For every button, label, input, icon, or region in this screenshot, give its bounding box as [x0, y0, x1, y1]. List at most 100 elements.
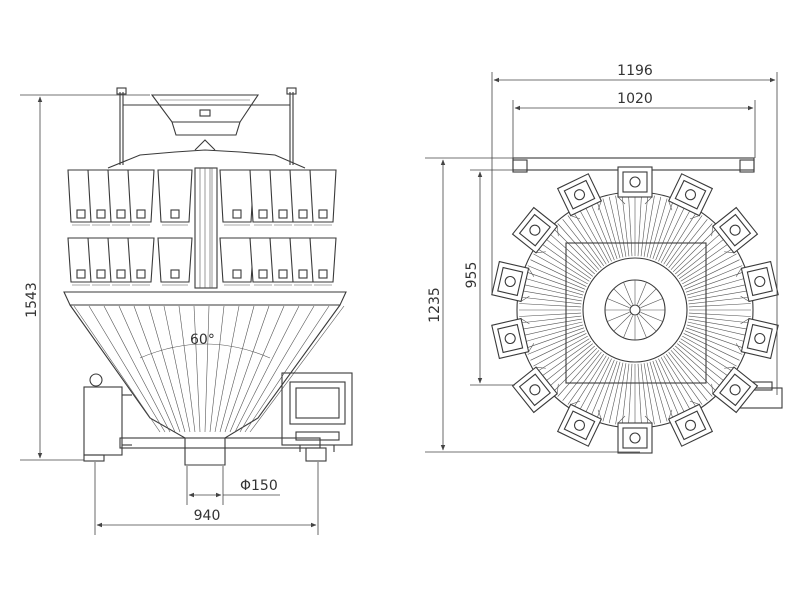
radial-line [678, 242, 730, 279]
weigh-bucket [491, 317, 535, 360]
weigh-bucket-cell [629, 432, 641, 444]
chute-slat [239, 305, 315, 433]
center-spoke [637, 315, 647, 338]
radial-line [643, 363, 655, 425]
weigh-bucket [556, 173, 603, 220]
feed-hopper [309, 169, 337, 226]
chute-slat [133, 305, 181, 433]
cone-angle-arc [139, 343, 271, 359]
chute-slat [219, 305, 255, 433]
overall-width-label: 1196 [617, 63, 653, 79]
radial-line [658, 205, 686, 262]
weigh-bucket-body [556, 403, 603, 447]
weigh-bucket [667, 400, 714, 447]
inner-depth-label: 955 [464, 262, 480, 289]
chute-slat [163, 305, 191, 433]
radial-line [567, 353, 604, 405]
feed-hopper-row [67, 169, 337, 226]
radial-line [686, 324, 747, 343]
weigh-hopper-actuator [136, 269, 146, 279]
weigh-bucket-bracket [740, 295, 750, 302]
chute-slat [234, 305, 300, 433]
base-frame [119, 437, 327, 462]
radial-line [519, 315, 582, 324]
radial-line [621, 363, 630, 426]
radial-line [573, 355, 607, 409]
height-dimension-label: 1543 [24, 282, 40, 318]
radial-line [682, 253, 737, 285]
radial-line [685, 271, 745, 293]
center-vibrator [582, 257, 688, 363]
weigh-hopper-body [157, 237, 193, 283]
weigh-bucket-inner [622, 171, 648, 193]
weigh-bucket-cell [729, 384, 741, 396]
weigh-bucket-bracket [617, 415, 626, 424]
radial-line [519, 296, 582, 305]
radial-line [602, 361, 621, 422]
weigh-bucket-inner [518, 373, 551, 407]
weigh-bucket-body [556, 173, 603, 217]
radial-line [652, 360, 674, 420]
weigh-bucket-body [667, 173, 714, 217]
radial-line [590, 359, 615, 418]
radial-line [668, 352, 708, 401]
chute-slat [214, 305, 240, 433]
weigh-bucket-inner [719, 213, 752, 247]
chute-slat [229, 305, 285, 433]
weigh-bucket-inner [518, 213, 551, 247]
radial-line [688, 318, 750, 330]
radial-line [530, 333, 587, 361]
radial-line [584, 358, 612, 415]
radial-line [660, 208, 692, 263]
radial-line [584, 205, 612, 262]
weigh-hopper-actuator [76, 269, 86, 279]
radial-line [680, 248, 734, 282]
weigh-hopper-actuator [96, 269, 106, 279]
weigh-bucket-inner [746, 323, 773, 354]
feed-hopper [219, 169, 255, 226]
chute-slat [209, 305, 225, 433]
support-rods [116, 87, 297, 165]
weigh-bucket-bracket [740, 318, 750, 325]
radial-line [688, 303, 751, 308]
radial-line [684, 265, 743, 290]
feed-hopper-actuator [298, 209, 308, 219]
inner-width-label: 1020 [617, 91, 653, 107]
weigh-bucket-bracket [535, 366, 546, 369]
weigh-hopper-actuator [318, 269, 328, 279]
center-spoke [637, 282, 647, 305]
chute-slat [148, 305, 186, 433]
radial-line [519, 312, 582, 317]
radial-line [628, 363, 633, 426]
weigh-bucket-bracket [570, 400, 581, 405]
center-column [194, 167, 218, 289]
radial-line [615, 363, 627, 425]
collection-chute [63, 291, 347, 466]
chute-slat [103, 305, 171, 433]
weigh-bucket-inner [497, 266, 524, 297]
feed-hopper-actuator [318, 209, 328, 219]
weigh-hopper-actuator [298, 269, 308, 279]
weigh-bucket-cell [573, 419, 586, 431]
radial-line [544, 343, 593, 383]
weigh-bucket [735, 260, 779, 303]
weigh-bucket-bracket [528, 343, 535, 352]
weigh-bucket-bracket [520, 295, 530, 302]
weigh-hopper-body [127, 237, 155, 283]
weigh-bucket-body [667, 403, 714, 447]
radial-line [548, 345, 595, 388]
weigh-bucket-bracket [735, 268, 742, 277]
radial-line [660, 357, 692, 412]
radial-line [533, 253, 588, 285]
weigh-bucket [511, 366, 559, 414]
weigh-hopper-actuator [232, 269, 242, 279]
radial-line [680, 338, 734, 372]
feed-hopper-actuator [232, 209, 242, 219]
weigh-bucket-bracket [724, 251, 735, 254]
radial-line [672, 347, 718, 393]
radial-line [688, 296, 751, 305]
radial-line [687, 283, 749, 299]
outlet-diameter-label: Φ150 [240, 478, 278, 494]
radial-line [655, 202, 680, 261]
weigh-bucket-bracket [711, 226, 714, 237]
